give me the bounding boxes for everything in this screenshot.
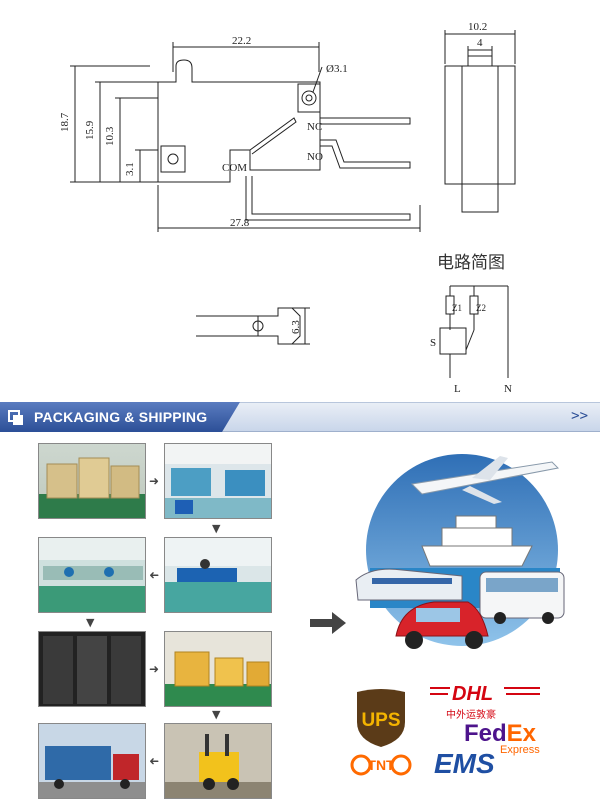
photo-container-truck [38, 723, 146, 799]
airplane-icon [410, 456, 560, 504]
fedex-logo: FedEx [464, 720, 536, 748]
assembly-line-1-image [39, 538, 145, 612]
dim-10-3: 10.3 [104, 126, 116, 146]
tnt-logo: TNT [350, 754, 412, 776]
dhl-logo-text: DHL [452, 683, 493, 704]
fedex-ex-text: Ex [506, 720, 537, 747]
technical-drawing: 22.2 Ø3.1 18.7 15.9 10.3 3.1 27.8 10.2 4… [59, 21, 516, 395]
molding-workshop-image [165, 444, 271, 518]
cruise-ship-icon [421, 515, 533, 567]
car-icon [395, 601, 489, 649]
dim-22-2: 22.2 [232, 35, 251, 47]
ups-logo-text: UPS [361, 710, 400, 731]
dhl-logo: DHL [430, 682, 540, 705]
packed-switches-image [43, 636, 141, 704]
warehouse-cartons-image [39, 457, 145, 518]
circuit-title: 电路简图 [437, 253, 505, 273]
photo-molding-workshop [164, 443, 272, 519]
banner-square-fill-icon [13, 415, 23, 425]
flow-arrow-right-icon: ➜ [149, 662, 160, 676]
transport-illustration [355, 454, 565, 649]
circuit-s-label: S [430, 337, 436, 349]
big-arrow-right-icon [310, 612, 346, 634]
banner-tab [0, 402, 240, 432]
flow-arrow-down-icon: ▼ [86, 616, 95, 629]
circuit-n-label: N [504, 383, 512, 395]
photo-assembly-line-1 [38, 537, 146, 613]
photo-warehouse-cartons [38, 443, 146, 519]
carton-storage-image [165, 651, 271, 706]
section-title: PACKAGING & SHIPPING [34, 409, 208, 425]
flow-arrow-left-icon: ➜ [149, 754, 160, 768]
train-icon [355, 568, 463, 601]
terminal-com-label: COM [222, 162, 247, 174]
terminal-nc-label: NC [307, 121, 322, 133]
photo-packed-switches [38, 631, 146, 707]
forklift-image [165, 734, 271, 798]
fedex-express-text: Express [500, 744, 540, 756]
flow-arrow-down-icon: ▼ [212, 522, 221, 535]
more-link[interactable]: >> [571, 408, 588, 424]
circuit-l-label: L [454, 383, 461, 395]
circuit-z2-label: Z2 [476, 303, 486, 313]
fedex-fed-text: Fed [464, 720, 507, 747]
dim-15-9: 15.9 [84, 120, 96, 140]
dim-27-8: 27.8 [230, 217, 250, 229]
dim-18-7: 18.7 [59, 112, 71, 132]
flow-arrow-down-icon: ▼ [212, 708, 221, 721]
ems-logo: EMS [434, 748, 495, 779]
section-banner: PACKAGING & SHIPPING >> [0, 402, 600, 432]
ups-logo: UPS [354, 686, 408, 748]
photo-forklift [164, 723, 272, 799]
dhl-chinese-text: 中外运敦豪 [446, 710, 496, 721]
circuit-z1-label: Z1 [452, 303, 462, 313]
assembly-line-2-image [165, 538, 271, 612]
container-truck-image [39, 746, 145, 798]
photo-assembly-line-2 [164, 537, 272, 613]
dim-3-1: 3.1 [124, 162, 136, 176]
photo-carton-storage [164, 631, 272, 707]
flow-arrow-left-icon: ➜ [149, 568, 160, 582]
dim-hole-3-1: Ø3.1 [326, 63, 348, 75]
dim-6-3: 6.3 [290, 320, 302, 334]
terminal-no-label: NO [307, 151, 323, 163]
tnt-logo-text: TNT [367, 757, 395, 773]
dim-10-2: 10.2 [468, 21, 487, 33]
bus-icon [479, 571, 565, 624]
flow-arrow-right-icon: ➜ [149, 474, 160, 488]
dim-4: 4 [477, 37, 483, 49]
